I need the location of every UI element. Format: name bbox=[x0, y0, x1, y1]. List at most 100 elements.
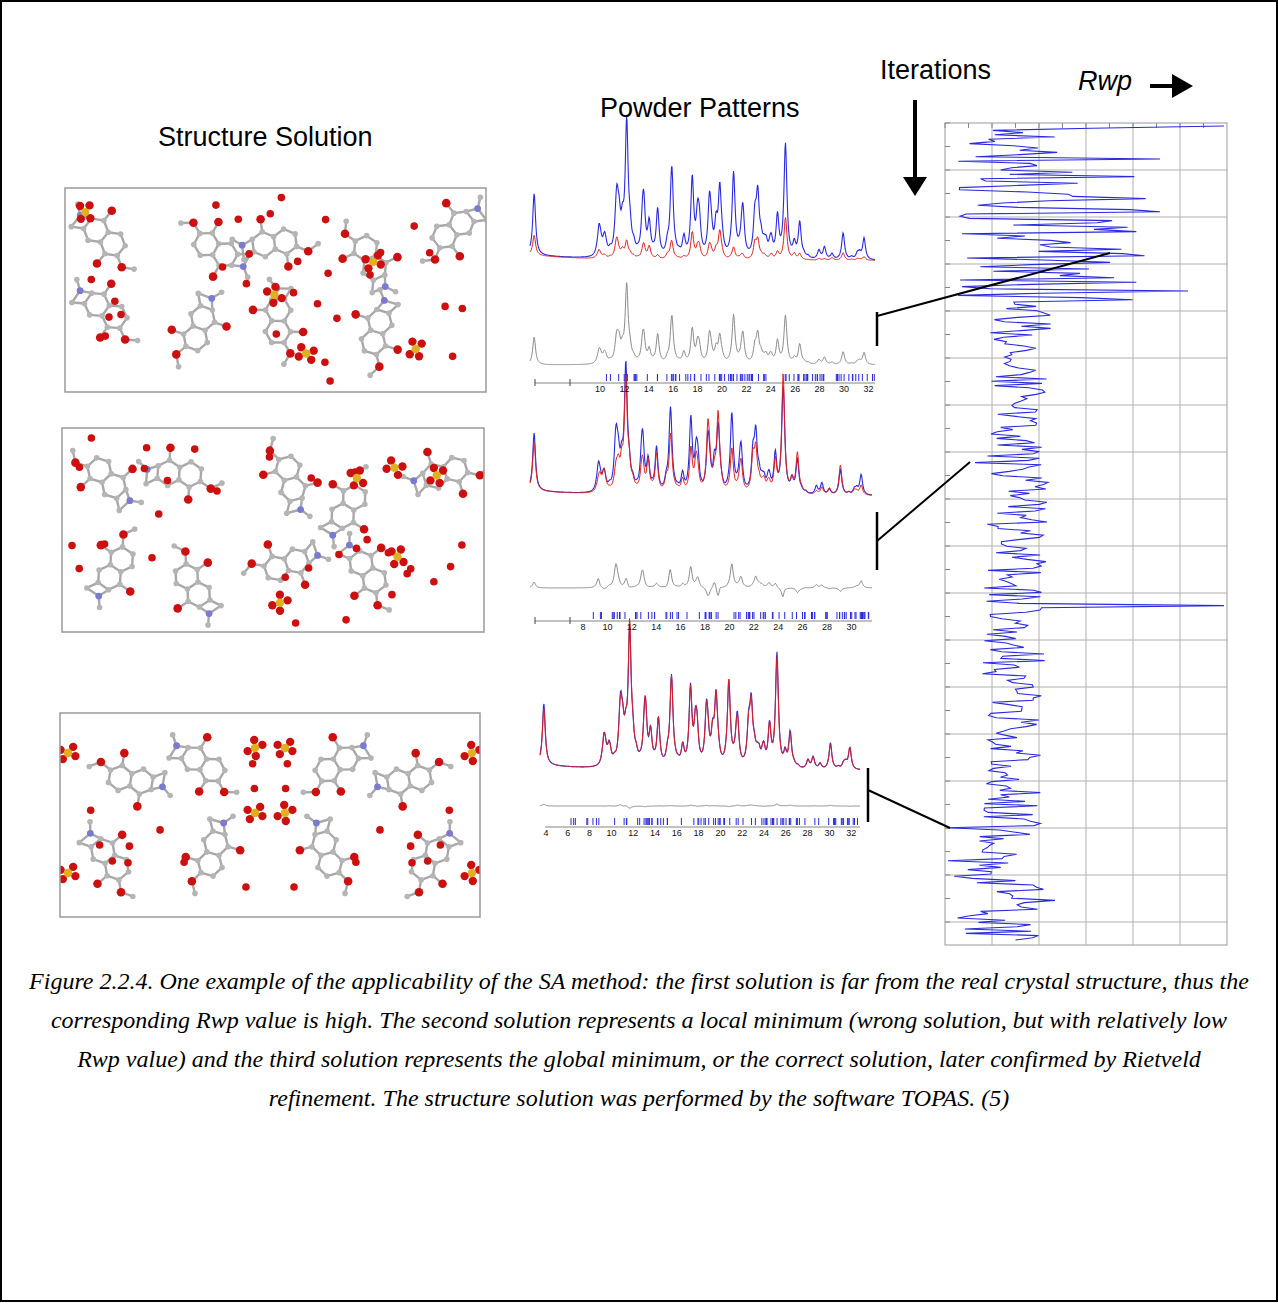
reflection-tick bbox=[648, 612, 649, 619]
reflection-tick bbox=[649, 818, 650, 825]
axis-tick-label: 16 bbox=[672, 828, 682, 838]
reflection-tick bbox=[805, 612, 806, 619]
atom bbox=[282, 817, 290, 825]
atom bbox=[235, 251, 241, 257]
reflection-tick bbox=[647, 374, 648, 381]
grid-line bbox=[945, 311, 1227, 312]
water-atom bbox=[290, 289, 298, 297]
atom bbox=[312, 767, 318, 773]
reflection-tick bbox=[854, 818, 855, 825]
atom bbox=[263, 329, 269, 335]
atom bbox=[286, 568, 292, 574]
atom bbox=[118, 831, 127, 840]
axis-tick-label: 30 bbox=[839, 384, 849, 394]
reflection-tick bbox=[657, 818, 658, 825]
atom bbox=[467, 741, 475, 749]
atom bbox=[328, 733, 337, 742]
atom bbox=[351, 520, 357, 526]
water-atom bbox=[105, 313, 113, 321]
atom bbox=[451, 210, 457, 216]
reflection-tick bbox=[803, 374, 804, 381]
reflection-tick bbox=[867, 374, 868, 381]
atom bbox=[318, 756, 324, 762]
reflection-tick bbox=[833, 818, 834, 825]
reflection-tick bbox=[848, 818, 849, 825]
water-atom bbox=[102, 332, 110, 340]
atom bbox=[409, 869, 415, 875]
reflection-tick bbox=[804, 612, 805, 619]
atom bbox=[192, 891, 198, 897]
reflection-tick bbox=[667, 818, 668, 825]
reflection-tick bbox=[844, 374, 845, 381]
atom bbox=[271, 283, 279, 291]
atom bbox=[349, 745, 355, 751]
grid-line bbox=[1133, 123, 1134, 945]
reflection-tick bbox=[675, 374, 676, 381]
axis-tick-label: 10 bbox=[602, 622, 612, 632]
atom bbox=[347, 531, 353, 537]
atom bbox=[350, 481, 358, 489]
reflection-tick bbox=[706, 374, 707, 381]
reflection-tick bbox=[763, 818, 764, 825]
atom bbox=[220, 788, 229, 797]
atom bbox=[88, 844, 94, 850]
atom bbox=[270, 291, 278, 299]
atom bbox=[197, 252, 203, 258]
reflection-tick bbox=[708, 374, 709, 381]
atom bbox=[340, 526, 346, 532]
reflection-tick bbox=[862, 612, 863, 619]
atom bbox=[348, 568, 354, 574]
reflection-tick bbox=[790, 818, 791, 825]
atom bbox=[186, 484, 192, 490]
atom bbox=[284, 262, 293, 271]
atom bbox=[310, 346, 318, 354]
water-atom bbox=[266, 210, 274, 218]
reflection-tick bbox=[596, 818, 597, 825]
tick bbox=[945, 734, 950, 735]
atom bbox=[123, 487, 129, 493]
atom bbox=[99, 313, 105, 319]
atom bbox=[95, 580, 101, 586]
reflection-tick bbox=[751, 818, 752, 825]
reflection-tick bbox=[705, 612, 706, 619]
atom bbox=[198, 479, 204, 485]
water-atom bbox=[234, 215, 242, 223]
atom bbox=[264, 540, 273, 549]
axis-tick-label: 22 bbox=[741, 384, 751, 394]
reflection-tick bbox=[811, 612, 812, 619]
axis-tick-label: 28 bbox=[822, 622, 832, 632]
atom bbox=[126, 497, 133, 504]
atom bbox=[185, 767, 191, 773]
tick bbox=[945, 452, 950, 453]
axis-tick-label: 26 bbox=[790, 384, 800, 394]
atom bbox=[167, 793, 173, 799]
atom bbox=[444, 856, 450, 862]
axis-tick-label: 4 bbox=[544, 828, 549, 838]
tick bbox=[945, 616, 950, 617]
tick bbox=[945, 804, 950, 805]
reflection-tick bbox=[635, 374, 636, 381]
tick bbox=[945, 334, 950, 335]
water-atom bbox=[249, 760, 257, 768]
atom bbox=[294, 474, 300, 480]
atom bbox=[122, 243, 128, 249]
atom bbox=[89, 290, 95, 296]
reflection-tick bbox=[681, 818, 682, 825]
reflection-tick bbox=[718, 612, 719, 619]
reflection-tick bbox=[709, 612, 710, 619]
atom bbox=[177, 465, 183, 471]
reflection-tick bbox=[718, 818, 719, 825]
atom bbox=[330, 849, 336, 855]
atom bbox=[197, 604, 203, 610]
reflection-tick bbox=[713, 818, 714, 825]
unit-cell bbox=[62, 428, 484, 632]
tick bbox=[945, 898, 950, 899]
grid-line bbox=[945, 170, 1227, 171]
atom bbox=[386, 310, 392, 316]
atom bbox=[98, 239, 104, 245]
axis-tick-label: 16 bbox=[668, 384, 678, 394]
atom bbox=[476, 471, 484, 480]
atom bbox=[436, 836, 442, 842]
tick bbox=[945, 922, 950, 923]
atom bbox=[120, 475, 126, 481]
